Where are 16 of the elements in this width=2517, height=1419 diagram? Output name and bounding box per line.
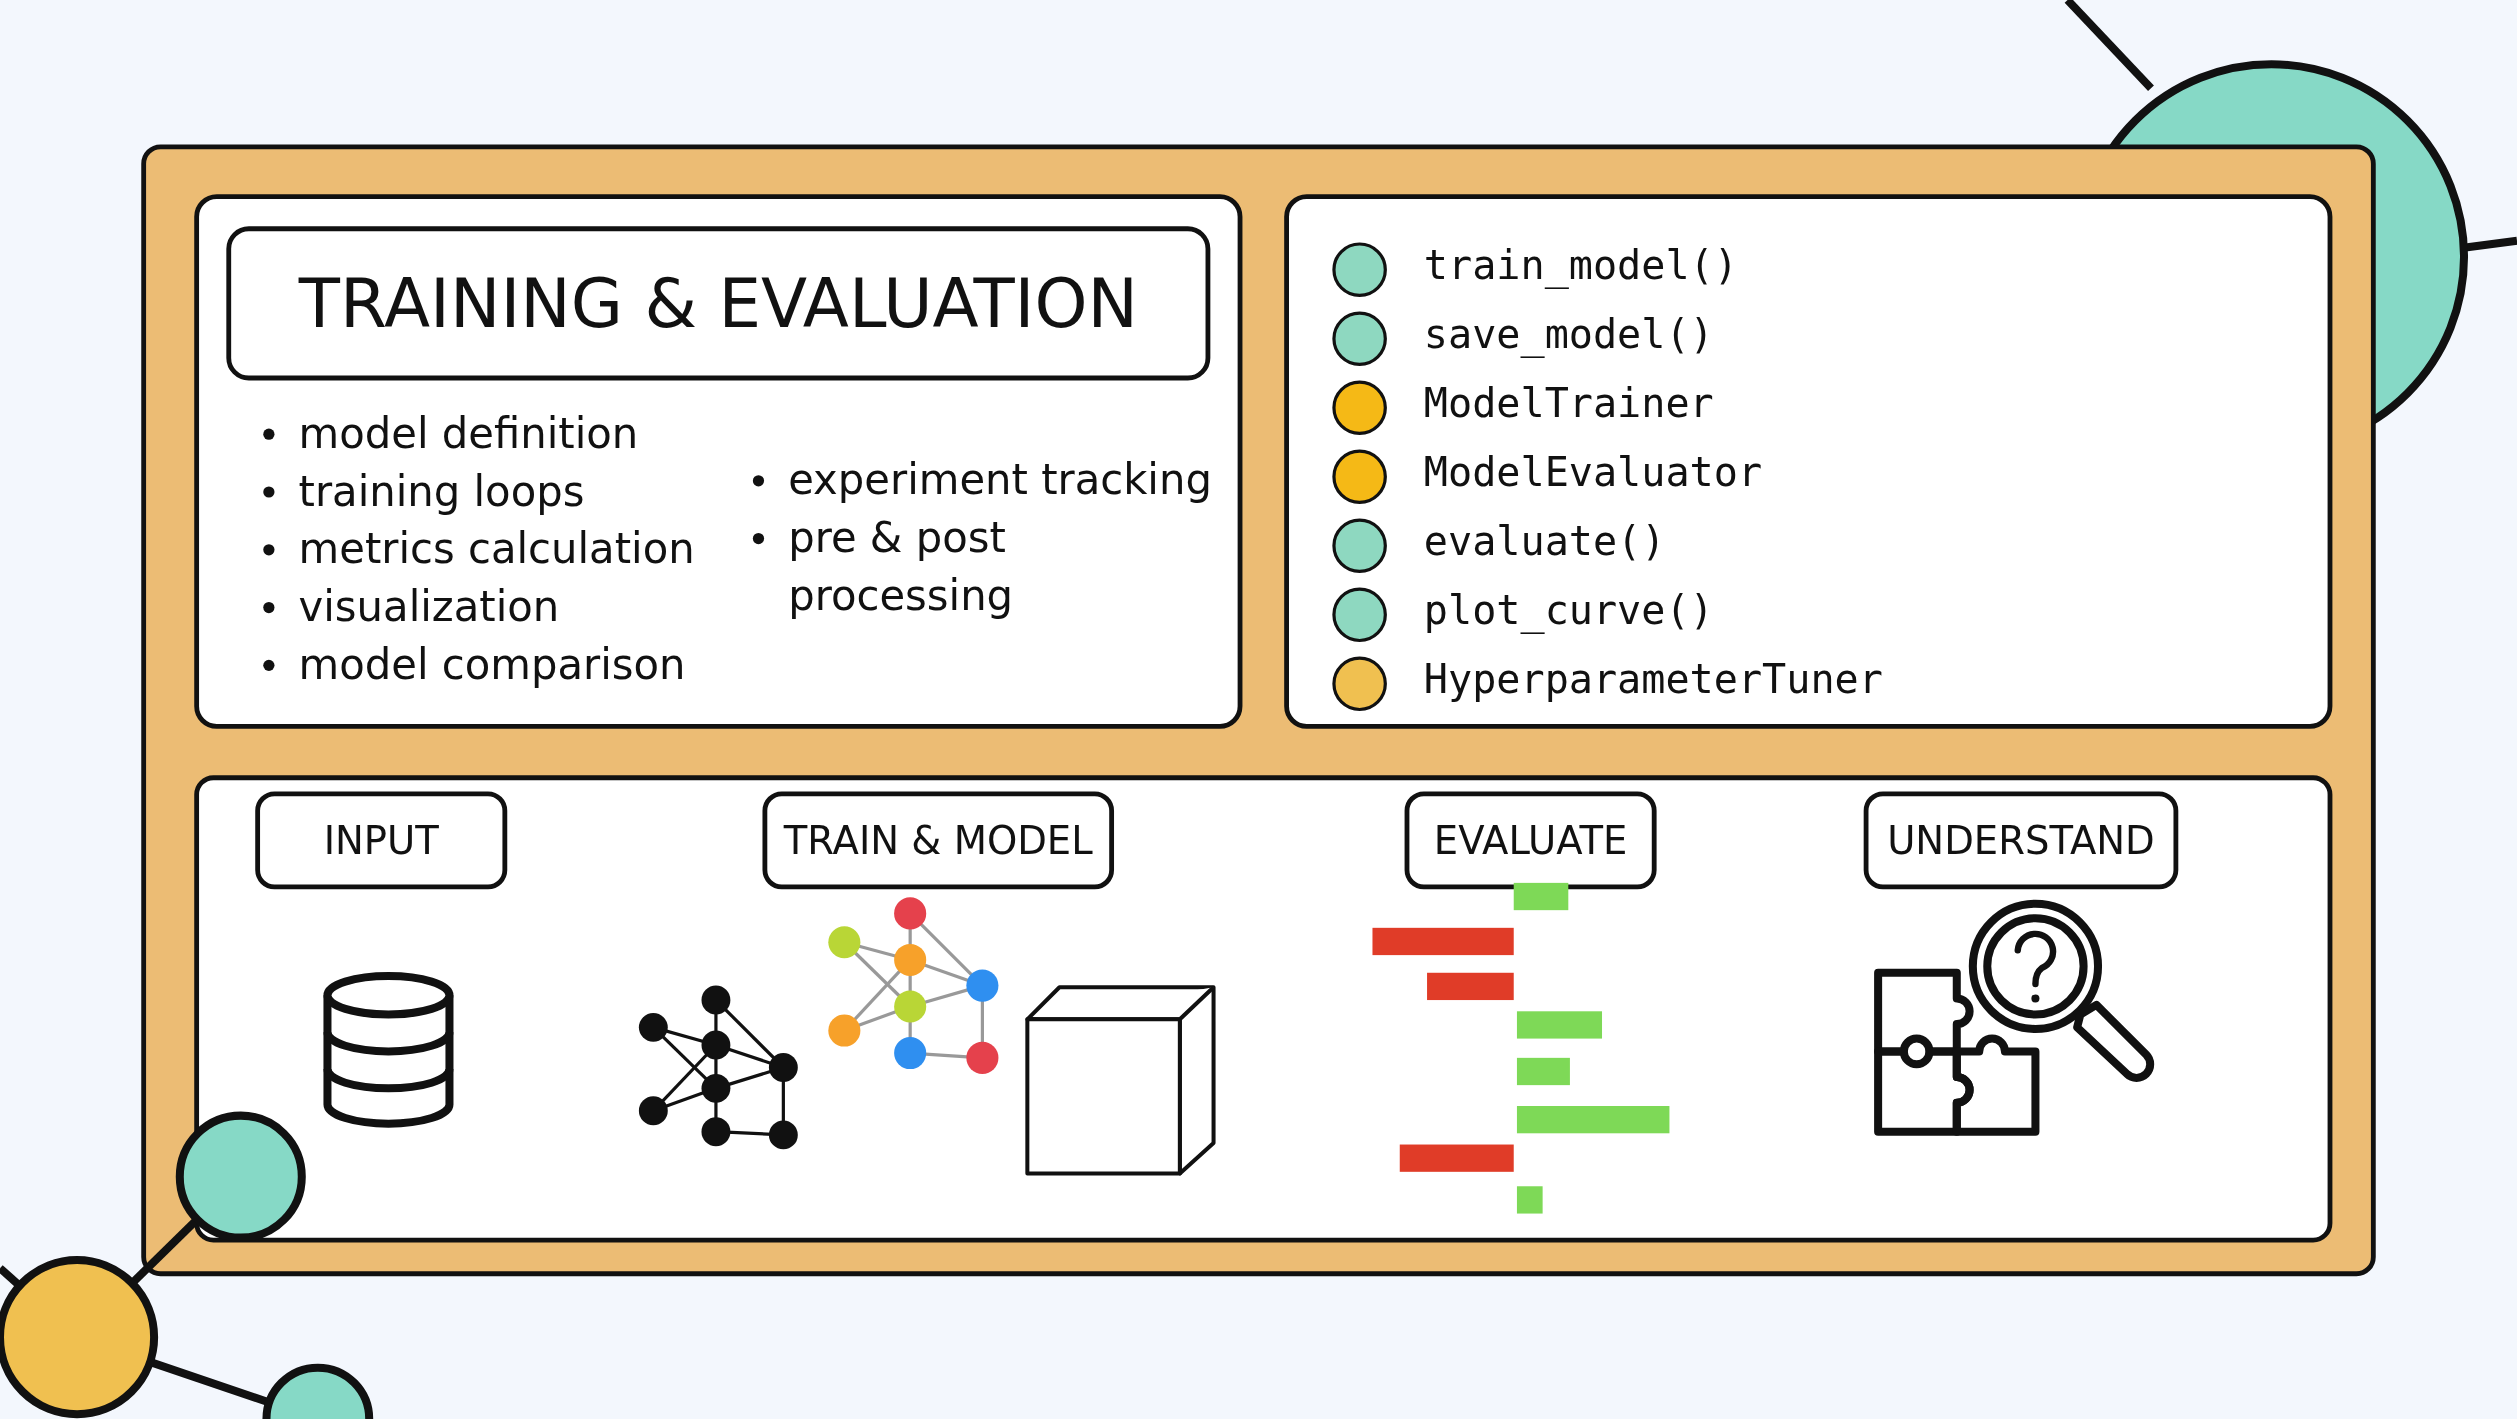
function-name: save_model() [1423, 311, 1714, 358]
bullet-item: model comparison [263, 635, 781, 694]
title: TRAINING & EVALUATION [226, 226, 1211, 381]
stage-label: EVALUATE [1404, 791, 1657, 890]
panel-background [141, 144, 2376, 1277]
function-name: plot_curve() [1423, 587, 1714, 635]
stage-label: TRAIN & MODEL [762, 791, 1115, 890]
function-list-card [1284, 194, 2333, 729]
stage-label: INPUT [255, 791, 508, 890]
function-name: ModelTrainer [1423, 380, 1714, 427]
function-name: ModelEvaluator [1423, 449, 1763, 496]
topic-card [194, 194, 1243, 729]
stage-label: UNDERSTAND [1863, 791, 2179, 890]
function-name: evaluate() [1423, 518, 1666, 566]
function-name: HyperparameterTuner [1423, 656, 1883, 704]
function-name: train_model() [1423, 242, 1738, 289]
